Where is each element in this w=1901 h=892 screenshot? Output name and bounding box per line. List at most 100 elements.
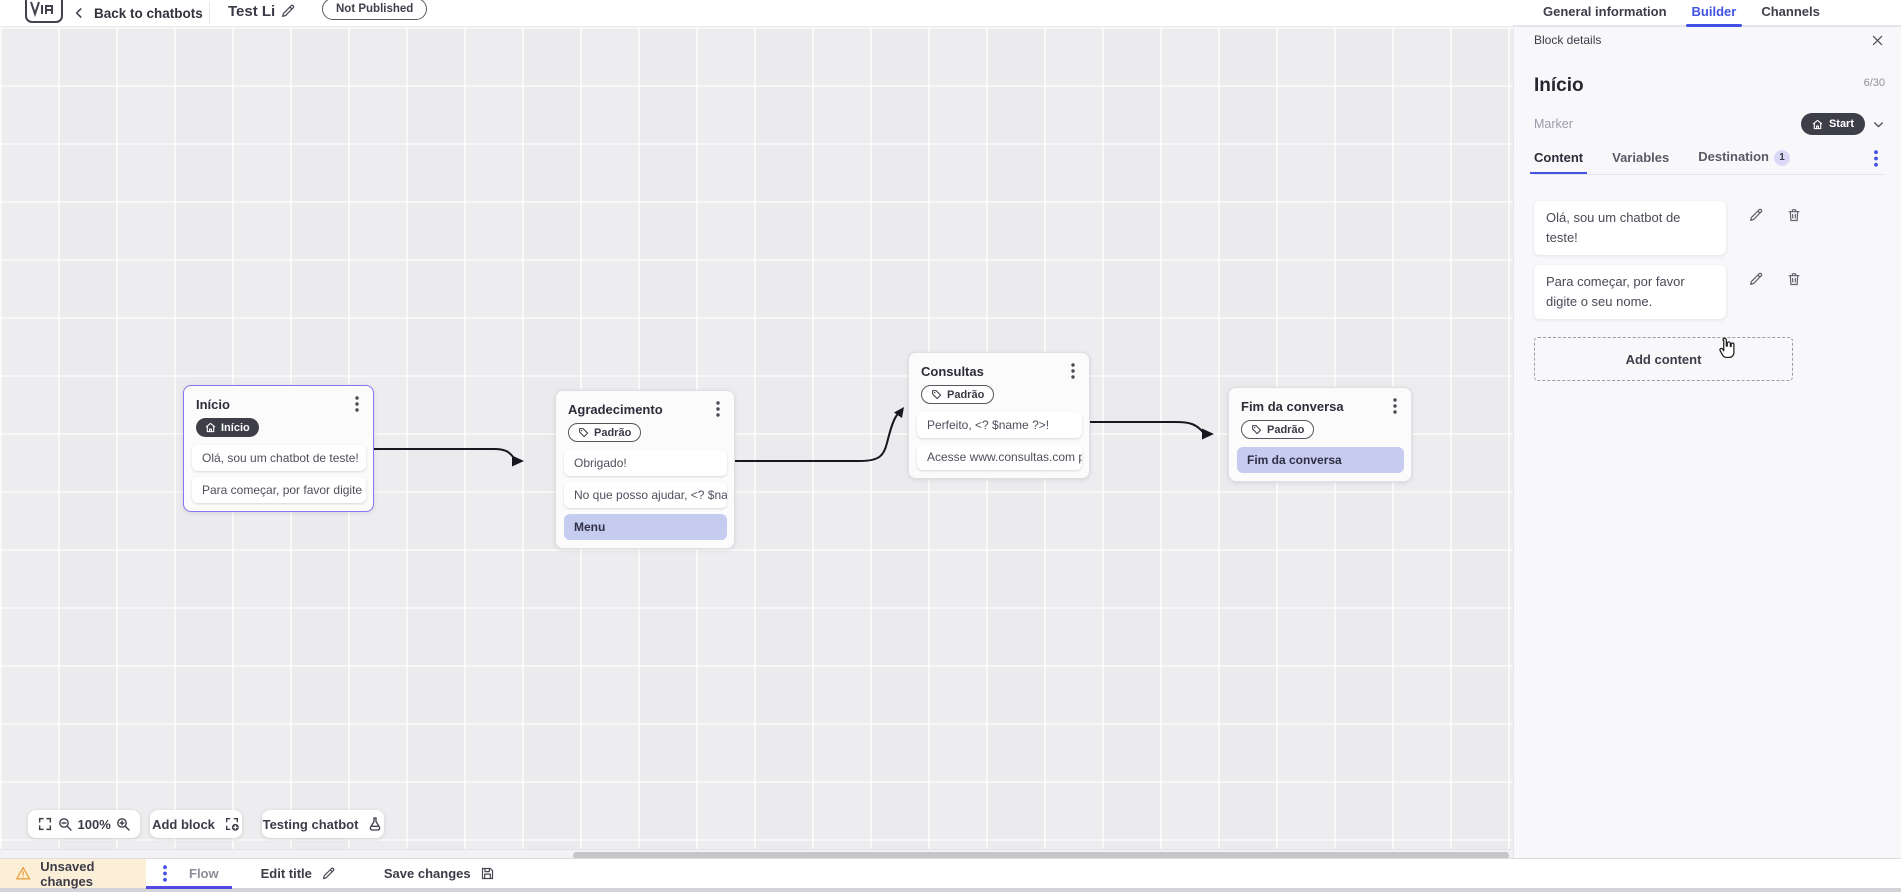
status-badge: Not Published <box>322 0 428 20</box>
default-marker-pill[interactable]: Padrão <box>921 385 995 404</box>
block-card[interactable]: No que posso ajudar, <? $name ... <box>564 482 727 508</box>
block-name[interactable]: Início <box>1534 75 1584 96</box>
unsaved-changes-label: Unsaved changes <box>40 858 95 889</box>
block-kebab-icon[interactable] <box>350 396 364 412</box>
block-card[interactable]: Acesse www.consultas.com par... <box>917 444 1082 470</box>
block-title: Início <box>196 396 230 412</box>
flow-tab-indicator <box>146 886 232 889</box>
fit-screen-icon[interactable] <box>37 816 53 832</box>
builder-nav-tabs: General information Builder Channels <box>1513 0 1901 27</box>
default-marker-pill[interactable]: Padrão <box>568 423 642 442</box>
warning-icon <box>16 866 31 880</box>
block-title: Fim da conversa <box>1241 398 1344 414</box>
save-icon <box>481 867 493 880</box>
name-counter: 6/30 <box>1863 77 1885 89</box>
block-card[interactable]: Olá, sou um chatbot de teste! <box>192 445 366 471</box>
tab-content[interactable]: Content <box>1529 149 1588 174</box>
content-row: Olá, sou um chatbot de teste! <box>1534 200 1885 255</box>
start-marker-pill[interactable]: Start <box>1800 113 1865 135</box>
edit-content-icon[interactable] <box>1748 207 1764 223</box>
marker-pill-label: Padrão <box>947 388 985 401</box>
app-logo[interactable] <box>25 0 63 23</box>
testing-chatbot-label: Testing chatbot <box>262 816 359 832</box>
flask-icon <box>367 816 383 832</box>
tab-builder[interactable]: Builder <box>1685 0 1743 27</box>
divider <box>209 2 210 24</box>
zoom-controls: 100% <box>28 810 140 838</box>
panel-title: Block details <box>1534 33 1602 47</box>
marker-pill-label: Padrão <box>594 426 632 439</box>
panel-kebab-icon[interactable] <box>1869 150 1883 167</box>
content-card[interactable]: Olá, sou um chatbot de teste! <box>1534 200 1726 255</box>
top-bar: Back to chatbots Test Li Not Published G… <box>0 0 1901 27</box>
save-changes-button[interactable]: Save changes <box>384 866 495 881</box>
marker-label: Marker <box>1534 117 1573 131</box>
bottom-strip <box>0 888 1901 892</box>
block-card[interactable]: Menu <box>564 514 727 540</box>
zoom-in-icon[interactable] <box>115 816 131 832</box>
block-kebab-icon[interactable] <box>1388 398 1402 414</box>
default-marker-pill[interactable]: Padrão <box>1241 420 1315 439</box>
marker-value: Start <box>1828 118 1854 130</box>
tab-channels[interactable]: Channels <box>1761 4 1820 19</box>
chevron-down-icon[interactable] <box>1872 118 1885 131</box>
block-details-panel: Block details Início 6/30 Marker Start C… <box>1513 27 1901 858</box>
block-kebab-icon[interactable] <box>711 401 725 417</box>
marker-pill-label: Início <box>221 421 250 434</box>
marker-pill-label: Padrão <box>1267 423 1305 436</box>
tab-variables[interactable]: Variables <box>1612 149 1670 165</box>
testing-chatbot-button[interactable]: Testing chatbot <box>262 810 384 838</box>
zoom-out-icon[interactable] <box>57 816 73 832</box>
save-changes-label: Save changes <box>383 866 471 881</box>
edit-title-button[interactable]: Edit title <box>261 866 336 881</box>
chevron-left-icon <box>75 8 82 18</box>
tab-general-information[interactable]: General information <box>1543 4 1667 19</box>
add-content-button[interactable]: Add content <box>1534 337 1793 382</box>
home-icon <box>1812 119 1823 129</box>
home-icon <box>205 422 216 433</box>
block-kebab-icon[interactable] <box>1066 363 1080 379</box>
block-card[interactable]: Fim da conversa <box>1237 447 1404 473</box>
horizontal-scrollbar[interactable] <box>0 849 1513 860</box>
content-card[interactable]: Para começar, por favor digite o seu nom… <box>1534 264 1726 320</box>
add-block-button[interactable]: Add block <box>150 810 242 838</box>
canvas-controls: 100% Add block Testing chatbot <box>28 810 384 838</box>
bottom-bar: Unsaved changes Flow Edit title Save cha… <box>0 858 1901 889</box>
scrollbar-thumb[interactable] <box>573 852 1509 859</box>
destination-count-badge: 1 <box>1774 149 1791 166</box>
add-block-label: Add block <box>152 816 215 832</box>
edit-title-label: Edit title <box>260 866 312 881</box>
start-marker-pill[interactable]: Início <box>196 418 259 437</box>
close-icon[interactable] <box>1870 33 1885 48</box>
tag-icon <box>1251 424 1262 435</box>
tab-flow[interactable]: Flow <box>189 866 219 881</box>
unsaved-changes-banner: Unsaved changes <box>0 858 146 889</box>
tag-icon <box>931 389 942 400</box>
delete-content-icon[interactable] <box>1786 271 1802 287</box>
block-title: Consultas <box>921 363 984 379</box>
zoom-level: 100% <box>77 816 111 832</box>
block-card[interactable]: Para começar, por favor digite o ... <box>192 477 366 503</box>
back-label: Back to chatbots <box>94 5 203 21</box>
block-card[interactable]: Obrigado! <box>564 450 727 476</box>
block-card[interactable]: Perfeito, <? $name ?>! <box>917 412 1082 438</box>
delete-content-icon[interactable] <box>1786 207 1802 223</box>
content-list: Olá, sou um chatbot de teste! Para começa… <box>1534 200 1885 320</box>
tag-icon <box>578 427 589 438</box>
flow-options-kebab-icon[interactable] <box>159 865 171 882</box>
pencil-icon <box>322 867 335 880</box>
marker-select[interactable]: Start <box>1800 113 1885 135</box>
edit-content-icon[interactable] <box>1748 271 1764 287</box>
content-row: Para começar, por favor digite o seu nom… <box>1534 264 1885 320</box>
add-content-label: Add content <box>1625 351 1702 367</box>
edit-title-icon[interactable] <box>280 3 296 19</box>
back-to-chatbots-button[interactable]: Back to chatbots <box>72 0 203 26</box>
block-title: Agradecimento <box>568 401 663 417</box>
